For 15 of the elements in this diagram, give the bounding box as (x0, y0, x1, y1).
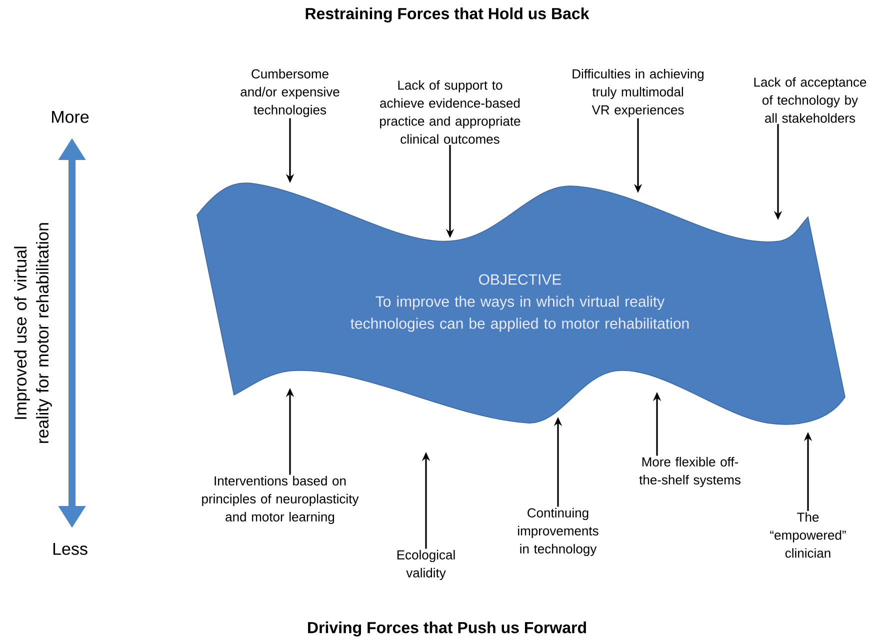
force-label: Difficulties in achieving truly multimodal VR experiences (572, 68, 704, 118)
force-label: Cumbersome and/or expensive technologies (240, 68, 340, 118)
axis-label: Improved use of virtual reality for motor rehabilitation (14, 223, 52, 443)
force-label: Lack of acceptance of technology by all stakeholders (754, 77, 866, 123)
heading: Driving Forces that Push us Forward (308, 622, 586, 636)
axis-label: Less (53, 543, 88, 555)
force-label: Interventions based on principles of neuroplasticity and motor learning (202, 476, 359, 524)
force-label: The “empowered” clinician (770, 512, 846, 558)
force-label: More flexible off-the-shelf systems (639, 456, 740, 488)
heading: Restraining Forces that Hold us Back (306, 8, 590, 22)
objective-banner: OBJECTIVE To improve the ways in which virtual reality technologies can be applied to motor rehabilitation (196, 182, 846, 425)
force-label: Continuing improvements in technology (518, 508, 598, 556)
axis-label: More (52, 111, 89, 123)
force-label: Lack of support to achieve evidence-based practice and appropriate clinical outcomes (380, 80, 520, 144)
force-label: Ecological validity (397, 550, 455, 580)
